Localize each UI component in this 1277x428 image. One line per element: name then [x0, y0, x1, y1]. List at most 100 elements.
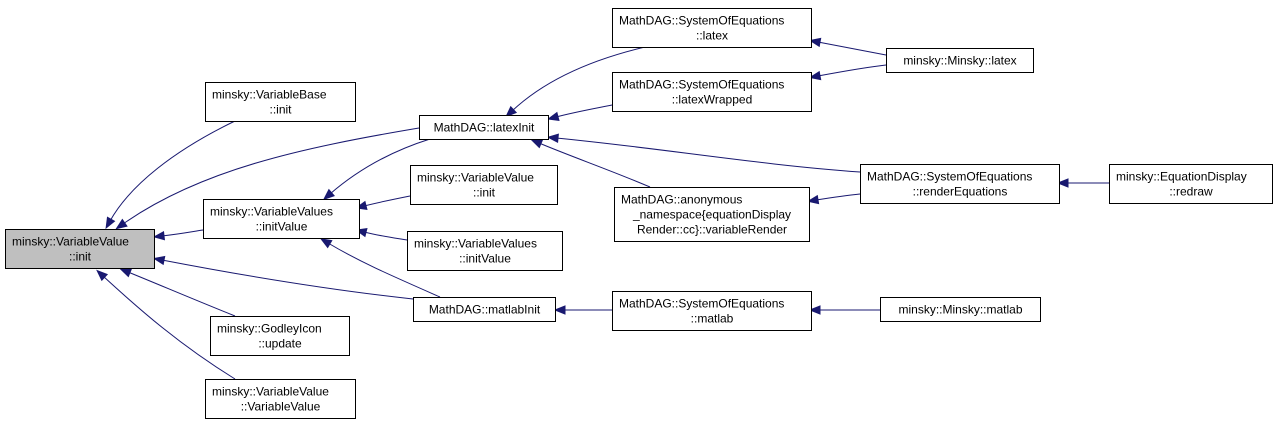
- node-label-line: ::init: [473, 186, 496, 200]
- node-label-line: ::init: [269, 103, 292, 117]
- edge-line: [161, 259, 414, 300]
- edge-arrowhead: [806, 194, 820, 205]
- node-box: [210, 316, 350, 356]
- edge-eqdisplay_redraw-to-soe_renderEquations: [1056, 178, 1109, 188]
- node-label-line: Render::cc}::variableRender: [637, 223, 787, 237]
- node-box: [410, 165, 558, 205]
- edge-line: [817, 64, 887, 77]
- edge-arrowhead: [105, 216, 116, 230]
- node-vvs-initValue2[interactable]: minsky::VariableValues::initValue: [407, 231, 563, 271]
- node-box: [1109, 164, 1273, 204]
- node-soe-latexWrapped[interactable]: MathDAG::SystemOfEquations::latexWrapped: [612, 72, 812, 112]
- edge-latexInit-to-vv_init: [115, 127, 420, 230]
- node-eqdisplay-redraw[interactable]: minsky::EquationDisplay::redraw: [1109, 164, 1273, 204]
- node-vvs-initValue[interactable]: minsky::VariableValues::initValue: [203, 199, 360, 239]
- edge-line: [102, 275, 236, 380]
- node-label-line: ::renderEquations: [913, 185, 1008, 199]
- edge-arrowhead: [530, 139, 544, 149]
- edge-arrowhead: [322, 188, 335, 201]
- node-matlabInit[interactable]: MathDAG::matlabInit: [413, 297, 556, 322]
- node-box: [203, 199, 360, 239]
- node-godley-update[interactable]: minsky::GodleyIcon::update: [210, 316, 350, 356]
- node-label-line: ::update: [258, 337, 302, 351]
- nodes-layer: minsky::VariableValue::initminsky::Varia…: [5, 8, 1273, 419]
- node-label-line: minsky::VariableBase: [212, 88, 327, 102]
- node-label-line: ::matlab: [691, 312, 734, 326]
- edge-soe_latex-to-latexInit: [505, 46, 646, 118]
- node-vv-init2[interactable]: minsky::VariableValue::init: [410, 165, 558, 205]
- edge-latexInit-to-vvs_initValue: [322, 138, 431, 201]
- edge-soe_renderEquations-to-anon_variableRender: [806, 193, 861, 205]
- node-box: [612, 291, 812, 331]
- edge-vvs_initValue2-to-vvs_initValue: [354, 228, 408, 241]
- edge-minsky_latex-to-soe_latexWrapped: [808, 64, 887, 81]
- edge-soe_matlab-to-matlabInit: [553, 305, 612, 315]
- node-soe-matlab[interactable]: MathDAG::SystemOfEquations::matlab: [612, 291, 812, 331]
- node-label-line: _namespace{equationDisplay: [632, 208, 791, 222]
- node-box: [407, 231, 563, 271]
- node-box: [205, 82, 356, 122]
- edge-line: [363, 231, 408, 241]
- edge-arrowhead: [1056, 178, 1069, 188]
- node-box: [886, 48, 1034, 73]
- node-latexInit[interactable]: MathDAG::latexInit: [419, 115, 549, 140]
- edge-godley_update-to-vv_init: [119, 268, 236, 317]
- node-label-line: ::VariableValue: [241, 400, 321, 414]
- edge-arrowhead: [119, 268, 133, 278]
- node-label-line: MathDAG::SystemOfEquations: [619, 14, 784, 28]
- node-label-line: ::init: [69, 250, 92, 264]
- node-label-line: minsky::VariableValue: [417, 171, 534, 185]
- node-minsky-matlab[interactable]: minsky::Minsky::matlab: [880, 297, 1041, 322]
- node-label-line: MathDAG::SystemOfEquations: [867, 170, 1032, 184]
- node-box: [205, 379, 356, 419]
- edge-arrowhead: [152, 231, 166, 241]
- edge-vv_init2-to-vvs_initValue: [354, 195, 411, 210]
- edge-line: [815, 193, 861, 201]
- node-anon-variableRender[interactable]: MathDAG::anonymous_namespace{equationDis…: [614, 187, 810, 242]
- node-box: [5, 229, 155, 269]
- node-label-line: MathDAG::SystemOfEquations: [619, 78, 784, 92]
- node-label-line: MathDAG::SystemOfEquations: [619, 297, 784, 311]
- node-label-line: minsky::VariableValue: [212, 385, 329, 399]
- edge-vvs_initValue-to-vv_init: [152, 229, 204, 241]
- node-soe-latex[interactable]: MathDAG::SystemOfEquations::latex: [612, 8, 812, 48]
- node-label-line: ::redraw: [1169, 185, 1213, 199]
- node-box: [860, 164, 1060, 204]
- node-label-line: MathDAG::anonymous: [621, 193, 742, 207]
- node-soe-renderEquations[interactable]: MathDAG::SystemOfEquations::renderEquati…: [860, 164, 1060, 204]
- edge-soe_latexWrapped-to-latexInit: [546, 104, 613, 121]
- node-label-line: ::initValue: [459, 252, 511, 266]
- node-vb-init[interactable]: minsky::VariableBase::init: [205, 82, 356, 122]
- edge-arrowhead: [546, 111, 560, 121]
- edge-arrowhead: [808, 37, 822, 48]
- edge-arrowhead: [152, 255, 166, 266]
- node-vv-ctor[interactable]: minsky::VariableValue::VariableValue: [205, 379, 356, 419]
- edge-line: [538, 142, 651, 188]
- edge-line: [511, 46, 646, 112]
- node-label-line: minsky::VariableValue: [12, 235, 129, 249]
- edge-line: [329, 138, 431, 195]
- edge-minsky_matlab-to-soe_matlab: [808, 305, 880, 315]
- edge-arrowhead: [546, 133, 559, 143]
- node-label-line: minsky::VariableValues: [210, 205, 333, 219]
- node-label-line: minsky::Minsky::matlab: [898, 303, 1022, 317]
- edge-line: [817, 41, 887, 56]
- edge-line: [555, 137, 861, 173]
- edge-matlabInit-to-vvs_initValue: [319, 238, 441, 298]
- node-box: [612, 8, 812, 48]
- edge-minsky_latex-to-soe_latex: [808, 37, 887, 56]
- edge-line: [127, 271, 236, 317]
- edge-line: [363, 195, 411, 207]
- node-label-line: minsky::VariableValues: [414, 237, 537, 251]
- node-minsky-latex[interactable]: minsky::Minsky::latex: [886, 48, 1034, 73]
- node-label-line: MathDAG::matlabInit: [429, 303, 541, 317]
- edge-vv_ctor-to-vv_init: [96, 269, 236, 380]
- edge-arrowhead: [808, 70, 822, 81]
- node-box: [614, 187, 810, 242]
- node-label-line: minsky::GodleyIcon: [217, 322, 322, 336]
- edge-arrowhead: [96, 269, 109, 282]
- edge-arrowhead: [553, 305, 566, 315]
- edge-vb_init-to-vv_init: [105, 120, 236, 230]
- node-box: [413, 297, 556, 322]
